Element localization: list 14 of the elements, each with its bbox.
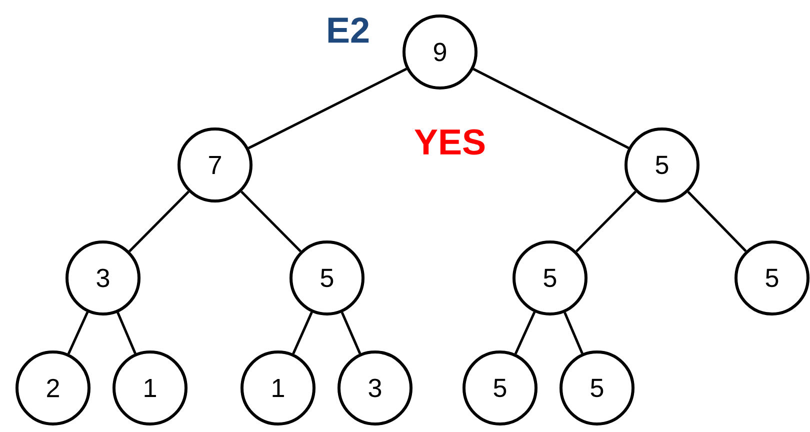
tree-edge (472, 68, 630, 150)
tree-edge (248, 68, 408, 150)
tree-edge (564, 312, 584, 354)
tree-edge (340, 312, 362, 354)
tree-edge (514, 312, 536, 354)
tree-edge (116, 312, 136, 354)
annotation-label: E2 (328, 17, 369, 43)
tree-edge (240, 190, 302, 252)
tree-edge (292, 312, 313, 354)
tree-edge (687, 191, 747, 252)
tree-edge (576, 190, 636, 252)
annotation-label: YES (414, 129, 485, 155)
tree-edge (128, 190, 190, 252)
tree-edge (67, 312, 89, 354)
